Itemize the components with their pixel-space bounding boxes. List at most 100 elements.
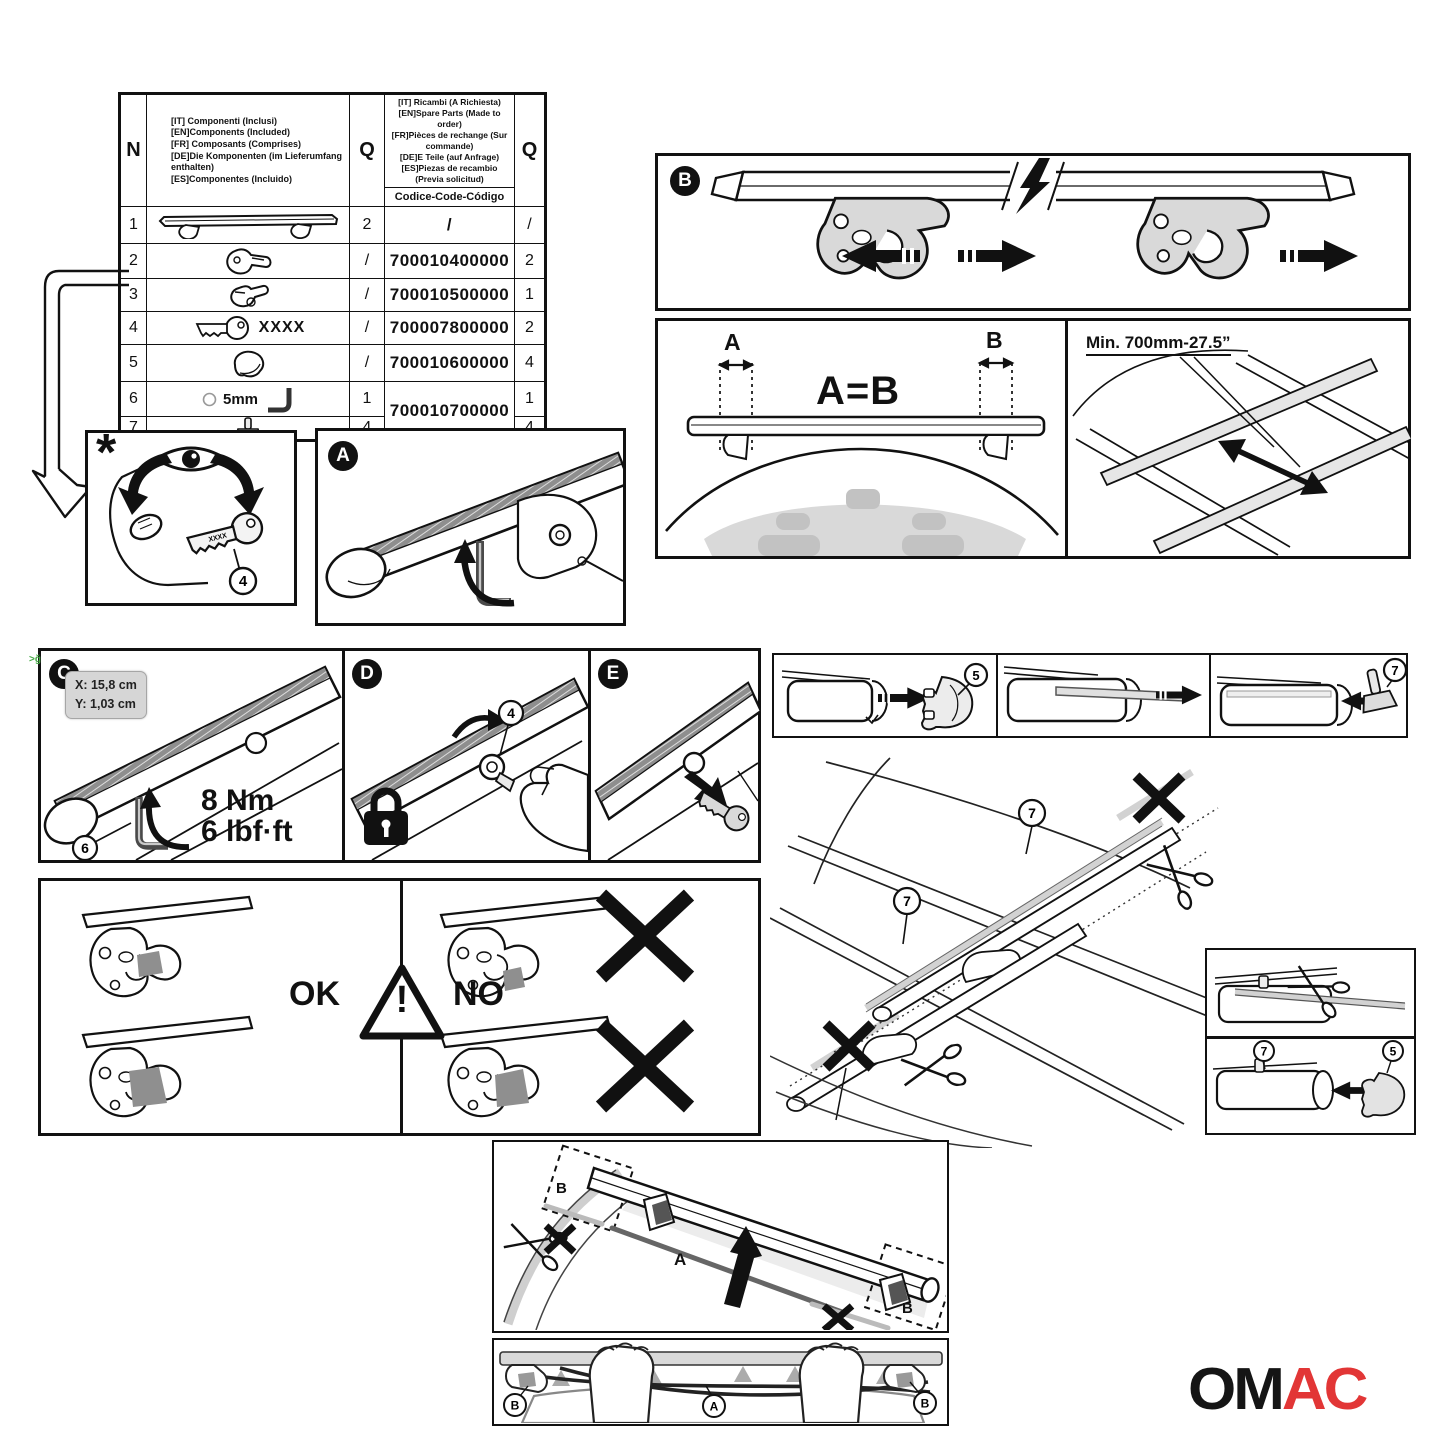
svg-text:4: 4	[507, 705, 515, 721]
key-gray	[698, 790, 750, 832]
look-left-arrow-icon	[118, 453, 172, 515]
warning-triangle	[359, 964, 445, 1040]
step-a-art	[325, 451, 623, 607]
x-mark-top	[1132, 772, 1186, 824]
green-watermark: >ğ	[29, 654, 41, 665]
logo-ac: AC	[1281, 1356, 1369, 1423]
step-c-art: 6	[43, 665, 342, 860]
step-d-badge: D	[352, 659, 382, 689]
svg-text:4: 4	[239, 573, 248, 590]
key-icon	[195, 316, 249, 341]
clamp-no-bottom	[439, 1015, 612, 1118]
mirror	[846, 489, 880, 509]
row-code: /	[384, 206, 515, 245]
panel-step-b: B	[655, 153, 1411, 311]
strip-b-left-label: B	[556, 1180, 567, 1197]
windshield	[704, 504, 1026, 556]
panel-spacing: A B A=B Min. 700mm-27.5”	[655, 318, 1411, 559]
spare-line: [IT] Ricambi (A Richiesta)	[398, 97, 501, 107]
svg-text:7: 7	[903, 893, 911, 909]
step-d-art: 4	[350, 677, 588, 860]
panel-key-check: * XXXX 4	[85, 427, 297, 606]
col-header-q: Q	[349, 92, 385, 208]
x-mark-bottom	[822, 1020, 876, 1121]
included-line: [EN]Components (Included)	[171, 127, 290, 138]
key-xxxx-text: XXXX	[208, 532, 228, 543]
row-q: /	[349, 243, 385, 280]
callout-b-right: B	[909, 1381, 937, 1415]
row-code: 700007800000	[384, 311, 515, 346]
svg-text:A: A	[710, 1400, 719, 1414]
cde-divider-2	[588, 651, 591, 860]
panel-steps-cde: C X: 15,8 cm Y: 1,03 cm 6 8 Nm	[38, 648, 761, 863]
x-mark-no-bottom	[595, 1019, 695, 1113]
hand-left	[588, 1342, 655, 1423]
pull-arrow	[1156, 685, 1202, 705]
row-q: 2	[349, 206, 385, 245]
cap-bolt-art: 7 5	[1212, 1040, 1406, 1118]
foot-clamp-art	[516, 493, 598, 580]
callout-b-left: B	[503, 1385, 529, 1417]
callout-5: 5	[963, 662, 989, 688]
row-q2: 2	[514, 243, 546, 280]
parts-table: N [IT] Componenti (Inclusi) [EN]Componen…	[118, 92, 547, 443]
rotate-arrow	[460, 556, 515, 607]
spare-line: [FR]Pièces de rechange (Sur commande)	[391, 130, 508, 152]
included-line: [FR] Composants (Comprises)	[171, 139, 302, 149]
table-row: 1 2 / /	[119, 206, 546, 245]
key-art: XXXX	[185, 512, 264, 555]
svg-text:7: 7	[1028, 805, 1036, 821]
eye-icon	[153, 446, 229, 472]
dashed-guides	[719, 363, 1013, 453]
end-cap-part	[920, 675, 974, 731]
callout-7-lower: 7	[892, 886, 922, 945]
callout-7: 7	[1382, 657, 1407, 683]
look-right-arrow-icon	[210, 453, 264, 515]
table-row: 2 / 700010400000 2	[119, 243, 546, 280]
col-header-spares: [IT] Ricambi (A Richiesta) [EN]Spare Par…	[384, 92, 515, 208]
row-q2: 4	[514, 344, 546, 383]
allen-key-icon	[476, 541, 511, 606]
svg-text:B: B	[921, 1397, 930, 1411]
step-e-badge: E	[598, 659, 628, 689]
foot-left	[722, 434, 750, 461]
table-row: 6 5mm 1 700010700000 1	[119, 381, 546, 442]
panel-endcap-steps: 5 7	[772, 653, 1408, 738]
ok-label: OK	[289, 975, 340, 1013]
svg-text:7: 7	[1261, 1045, 1268, 1059]
tooltip-y: Y: 1,03 cm	[75, 696, 136, 711]
hex-size-icon	[202, 392, 217, 407]
torque-arrow	[145, 802, 190, 851]
cross-bar-lower	[786, 922, 1088, 1112]
torque-nm: 8 Nm	[201, 784, 275, 817]
car-body-lines	[770, 1055, 1033, 1148]
svg-text:7: 7	[1391, 663, 1398, 678]
roof-bar-icon	[158, 214, 338, 240]
hand-right	[798, 1342, 865, 1423]
lock-hole	[478, 753, 506, 781]
callout-4: 4	[228, 566, 258, 596]
min-distance-art	[1072, 349, 1411, 556]
svg-text:5: 5	[1390, 1045, 1397, 1059]
pull-strip-art	[1003, 666, 1202, 723]
clamp-rear-icon	[230, 285, 269, 308]
up-arrow	[724, 1226, 762, 1308]
mounting-hands-art: B A B	[499, 1342, 943, 1423]
roof-rails	[770, 757, 1233, 1131]
key-code-label: XXXX	[258, 319, 306, 337]
col-header-n: N	[119, 92, 147, 208]
cross-bar-1	[1099, 357, 1379, 487]
dim-b-label: B	[986, 327, 1003, 353]
step-b-badge: B	[670, 166, 700, 196]
clamp-ok-bottom	[81, 1015, 254, 1118]
cut-strip-art	[1214, 958, 1406, 1024]
callout-7-upper: 7	[1017, 798, 1047, 855]
strip-b-right-label: B	[902, 1300, 913, 1317]
lock-hole	[682, 751, 706, 775]
spare-line: [EN]Spare Parts (Made to order)	[398, 108, 501, 130]
torque-lbf: 6 lbf·ft	[201, 814, 293, 848]
table-row: 3 / 700010500000 1	[119, 278, 546, 313]
x-mark-no-top	[595, 889, 695, 983]
logo-om: OM	[1188, 1356, 1285, 1423]
